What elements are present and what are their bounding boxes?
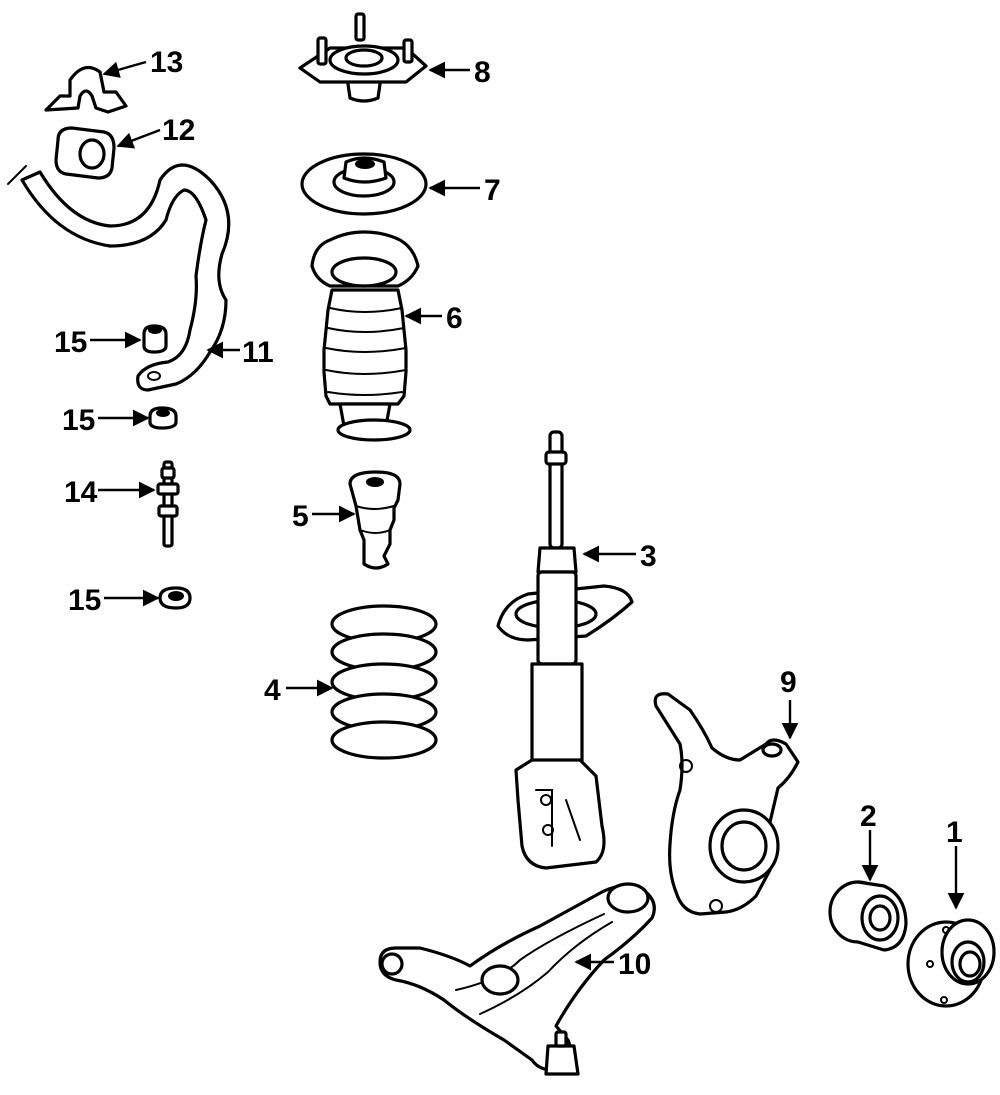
callout-14: 14 xyxy=(64,476,98,509)
callout-9: 9 xyxy=(780,666,797,699)
callout-6: 6 xyxy=(446,302,463,335)
callout-15a: 15 xyxy=(54,326,87,359)
callout-15b: 15 xyxy=(62,404,95,437)
callout-2: 2 xyxy=(860,800,877,833)
coil-spring xyxy=(330,604,438,760)
callout-13: 13 xyxy=(150,46,183,79)
strut-mount xyxy=(298,12,428,103)
steering-knuckle xyxy=(653,692,800,916)
callout-8: 8 xyxy=(474,56,491,89)
leader-lines xyxy=(90,60,965,971)
stabilizer-link-grommet-1 xyxy=(142,324,168,354)
callout-3: 3 xyxy=(640,540,657,573)
callout-labels: 1 2 3 4 5 6 7 8 9 10 11 12 13 14 15 15 1… xyxy=(54,46,963,981)
stabilizer-bar xyxy=(7,163,231,392)
callout-15c: 15 xyxy=(68,584,101,617)
callout-4: 4 xyxy=(264,674,281,707)
callout-5: 5 xyxy=(292,500,309,533)
callout-12: 12 xyxy=(162,114,195,147)
stabilizer-bracket xyxy=(44,65,128,114)
upper-spring-seat xyxy=(300,152,428,216)
wheel-bearing xyxy=(828,880,908,952)
callout-11: 11 xyxy=(242,336,274,369)
callout-1: 1 xyxy=(946,816,963,849)
strut-dust-boot xyxy=(310,230,420,442)
stabilizer-bushing xyxy=(54,126,116,180)
stabilizer-link-grommet-2 xyxy=(148,406,178,430)
stabilizer-link xyxy=(156,460,180,548)
stabilizer-link-grommet-3 xyxy=(158,586,192,610)
wheel-hub xyxy=(906,918,996,1008)
bump-stop xyxy=(348,470,402,570)
callout-7: 7 xyxy=(484,174,501,207)
lower-control-arm xyxy=(378,882,656,1076)
callout-10: 10 xyxy=(618,948,651,981)
strut-assembly xyxy=(496,430,634,870)
